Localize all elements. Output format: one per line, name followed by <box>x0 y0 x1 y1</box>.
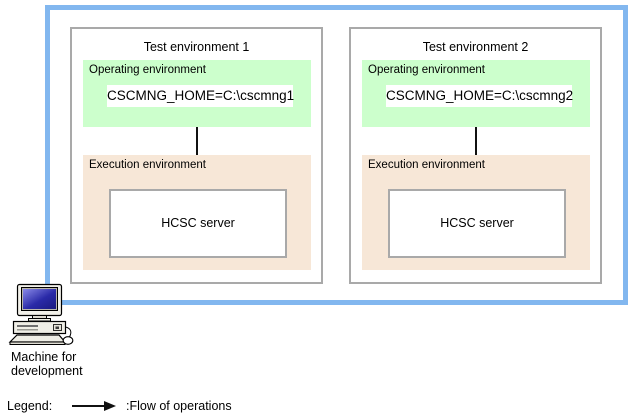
execution-environment-label-2: Execution environment <box>368 159 485 171</box>
flow-arrow-line-2 <box>475 127 477 178</box>
test-environment-1-title: Test environment 1 <box>143 40 250 54</box>
legend-arrow-head-icon <box>104 401 116 411</box>
operating-environment-zone-1: Operating environment CSCMNG_HOME=C:\csc… <box>83 60 311 127</box>
operating-environment-label-2: Operating environment <box>368 64 485 76</box>
machine-label-line1: Machine for <box>11 350 77 364</box>
hcsc-server-box-2: HCSC server <box>388 189 566 258</box>
hcsc-server-box-1: HCSC server <box>109 189 287 258</box>
test-environment-1-box: Test environment 1 Operating environment… <box>70 27 323 284</box>
test-environment-2-title: Test environment 2 <box>422 40 529 54</box>
execution-environment-label-1: Execution environment <box>89 159 206 171</box>
operating-environment-zone-2: Operating environment CSCMNG_HOME=C:\csc… <box>362 60 590 127</box>
operating-environment-label-1: Operating environment <box>89 64 206 76</box>
cscmng-home-value-2: CSCMNG_HOME=C:\cscmng2 <box>386 85 573 107</box>
legend-arrow-icon <box>72 405 105 407</box>
test-environment-2-box: Test environment 2 Operating environment… <box>349 27 602 284</box>
legend-label: Legend: <box>7 399 53 413</box>
flow-arrow-line-1 <box>196 127 198 178</box>
machine-label-line2: development <box>11 364 83 378</box>
legend-arrow-meaning: :Flow of operations <box>126 399 232 413</box>
machine-label: Machine for development <box>11 350 83 378</box>
desktop-computer-icon <box>8 283 74 345</box>
execution-environment-zone-1: Execution environment HCSC server <box>83 155 311 270</box>
development-machine-frame <box>45 5 628 305</box>
cscmng-home-value-1: CSCMNG_HOME=C:\cscmng1 <box>107 85 294 107</box>
execution-environment-zone-2: Execution environment HCSC server <box>362 155 590 270</box>
